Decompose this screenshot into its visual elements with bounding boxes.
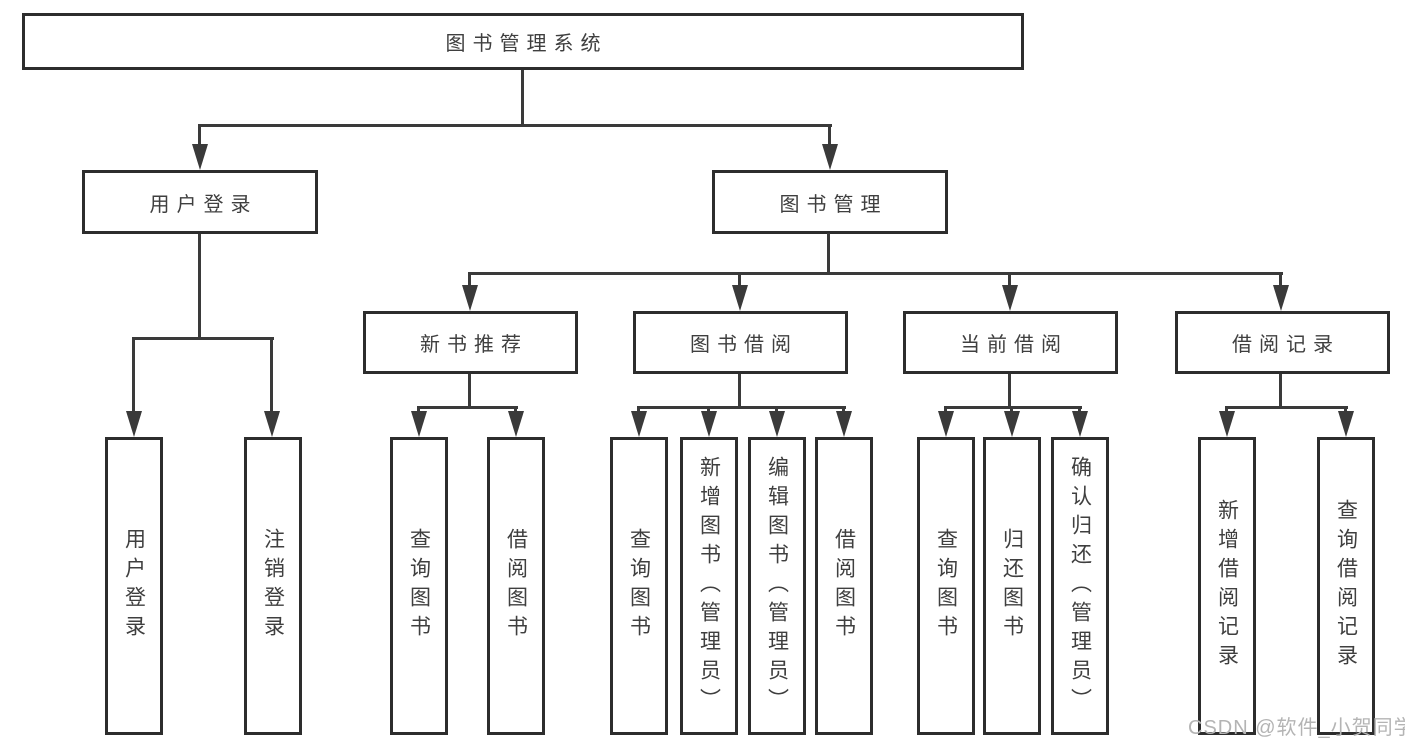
node-label: 确认归还（管理员） [1068, 455, 1092, 717]
node-label: 查询图书 [407, 528, 431, 644]
arrow-down-icon [1002, 285, 1018, 311]
connector-shaft [1344, 406, 1347, 414]
node-label: 图书借阅 [690, 334, 798, 356]
arrow-down-icon [631, 411, 647, 437]
leaf-borrow-borrow: 借阅图书 [815, 437, 873, 735]
arrow-down-icon [1273, 285, 1289, 311]
node-new-book-recommend: 新书推荐 [363, 311, 578, 374]
connector-shaft [468, 272, 471, 286]
connector-borrow-records-stem [1279, 374, 1282, 406]
leaf-borrow-query: 查询图书 [610, 437, 668, 735]
arrow-down-icon [1219, 411, 1235, 437]
arrow-down-icon [769, 411, 785, 437]
arrow-down-icon [822, 144, 838, 170]
connector-user-login-rail [132, 337, 274, 340]
leaf-current-return: 归还图书 [983, 437, 1041, 735]
arrow-down-icon [1004, 411, 1020, 437]
connector-book-borrow-stem [738, 374, 741, 406]
leaf-new-books-borrow: 借阅图书 [487, 437, 545, 735]
connector-book-mgmt-rail [468, 272, 1283, 275]
node-label: 新增借阅记录 [1215, 499, 1239, 673]
node-label: 图书管理 [779, 193, 888, 216]
connector-shaft [1010, 406, 1013, 414]
leaf-logout: 注销登录 [244, 437, 302, 735]
connector-shaft [738, 272, 741, 286]
leaf-records-add: 新增借阅记录 [1198, 437, 1256, 735]
arrow-down-icon [126, 411, 142, 437]
watermark: CSDN @软件_小贺同学 [1188, 717, 1405, 739]
connector-current-borrow-rail [944, 406, 1082, 409]
arrow-down-icon [508, 411, 524, 437]
node-label: 新书推荐 [420, 334, 528, 356]
node-label: 归还图书 [1000, 528, 1024, 644]
arrow-down-icon [462, 285, 478, 311]
connector-shaft [637, 406, 640, 414]
connector-root-stem [521, 70, 524, 124]
node-user-login: 用户登录 [82, 170, 318, 234]
connector-new-books-rail [417, 406, 518, 409]
node-label: 新增图书（管理员） [697, 455, 721, 717]
connector-shaft [828, 124, 831, 146]
node-label: 借阅记录 [1232, 334, 1340, 356]
connector-shaft [1078, 406, 1081, 414]
connector-book-mgmt-stem [827, 233, 830, 272]
leaf-borrow-add-admin: 新增图书（管理员） [680, 437, 738, 735]
arrow-down-icon [732, 285, 748, 311]
node-label: 查询图书 [627, 528, 651, 644]
node-label: 图书管理系统 [445, 33, 608, 55]
connector-shaft [842, 406, 845, 414]
node-label: 借阅图书 [504, 528, 528, 644]
leaf-new-books-query: 查询图书 [390, 437, 448, 735]
connector-borrow-records-rail [1225, 406, 1348, 409]
arrow-down-icon [701, 411, 717, 437]
connector-book-borrow-rail [637, 406, 846, 409]
arrow-down-icon [938, 411, 954, 437]
node-book-management: 图书管理 [712, 170, 948, 234]
node-label: 借阅图书 [832, 528, 856, 644]
leaf-current-confirm-return-admin: 确认归还（管理员） [1051, 437, 1109, 735]
connector-shaft [707, 406, 710, 414]
node-label: 查询借阅记录 [1334, 499, 1358, 673]
connector-shaft [417, 406, 420, 414]
connector-shaft [132, 337, 135, 413]
connector-current-borrow-stem [1008, 374, 1011, 406]
connector-shaft [270, 337, 273, 413]
node-borrowing-records: 借阅记录 [1175, 311, 1390, 374]
arrow-down-icon [264, 411, 280, 437]
connector-shaft [198, 124, 201, 146]
node-label: 编辑图书（管理员） [765, 455, 789, 717]
connector-shaft [1279, 272, 1282, 286]
arrow-down-icon [192, 144, 208, 170]
leaf-current-query: 查询图书 [917, 437, 975, 735]
node-label: 注销登录 [261, 528, 285, 644]
node-label: 用户登录 [122, 528, 146, 644]
leaf-user-login: 用户登录 [105, 437, 163, 735]
node-label: 查询图书 [934, 528, 958, 644]
arrow-down-icon [1072, 411, 1088, 437]
node-library-management-system: 图书管理系统 [22, 13, 1024, 70]
node-label: 当前借阅 [960, 334, 1068, 356]
leaf-borrow-edit-admin: 编辑图书（管理员） [748, 437, 806, 735]
connector-shaft [514, 406, 517, 414]
arrow-down-icon [411, 411, 427, 437]
connector-shaft [944, 406, 947, 414]
arrow-down-icon [836, 411, 852, 437]
connector-user-login-stem [198, 234, 201, 337]
leaf-records-query: 查询借阅记录 [1317, 437, 1375, 735]
connector-root-rail [198, 124, 832, 127]
node-label: 用户登录 [149, 193, 258, 216]
node-current-borrowing: 当前借阅 [903, 311, 1118, 374]
node-book-borrowing: 图书借阅 [633, 311, 848, 374]
connector-new-books-stem [468, 374, 471, 406]
connector-shaft [1225, 406, 1228, 414]
arrow-down-icon [1338, 411, 1354, 437]
connector-shaft [1008, 272, 1011, 286]
connector-shaft [775, 406, 778, 414]
